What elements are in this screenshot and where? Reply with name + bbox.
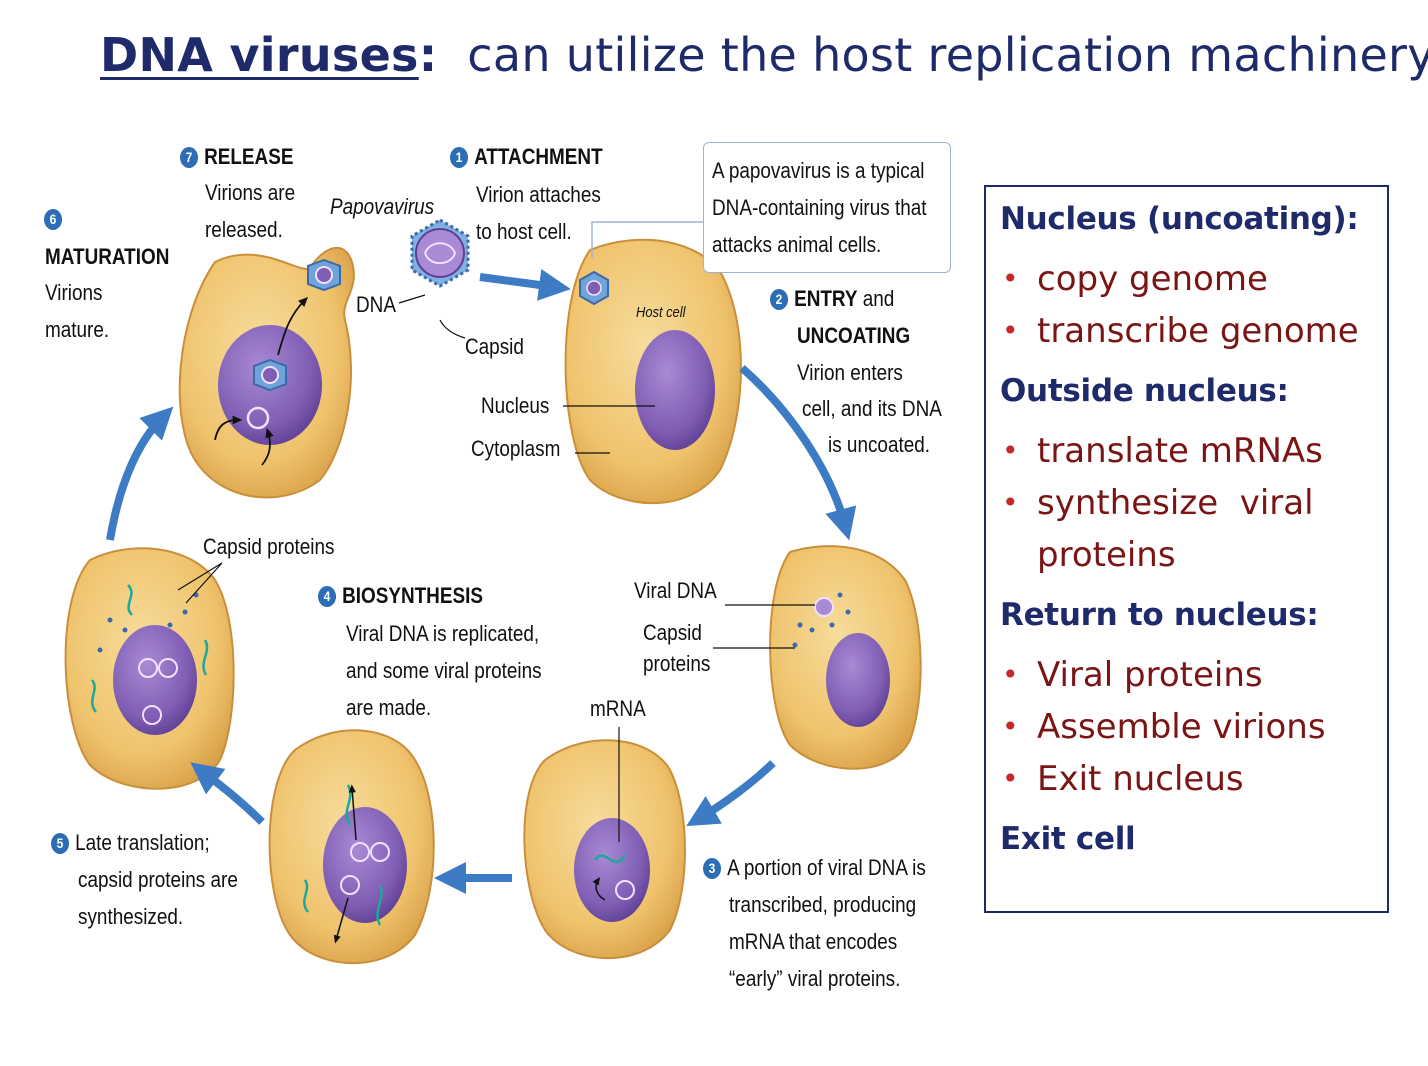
- outside-heading: Outside nucleus:: [1000, 373, 1289, 409]
- maturation-line-1: Virions: [45, 280, 103, 305]
- attachment-title: ATTACHMENT: [474, 144, 603, 169]
- biosynthesis-line-2: and some viral proteins: [346, 658, 542, 683]
- release-title: RELEASE: [204, 144, 294, 169]
- release-line-2: released.: [205, 217, 283, 242]
- viral-dna-label: Viral DNA: [634, 578, 717, 603]
- arrow-attach: [479, 269, 571, 301]
- capsid-proteins-left-label: Capsid proteins: [203, 534, 335, 559]
- biosynthesis-line-3: are made.: [346, 695, 432, 720]
- cell-entry: [769, 545, 922, 770]
- list-item: Viral proteins: [1000, 649, 1387, 701]
- uncoating-title: UNCOATING: [797, 323, 911, 348]
- transcription-line-3: mRNA that encodes: [729, 929, 898, 954]
- list-item: synthesize viral proteins: [1000, 477, 1337, 581]
- attachment-line-2: to host cell.: [476, 219, 572, 244]
- list-item: translate mRNAs: [1000, 425, 1387, 477]
- list-item: Exit nucleus: [1000, 753, 1387, 805]
- release-line-1: Virions are: [205, 180, 296, 205]
- list-item: Assemble virions: [1000, 701, 1387, 753]
- cell-host: [564, 238, 742, 505]
- biosynthesis-title: BIOSYNTHESIS: [342, 583, 483, 608]
- maturation-line-2: mature.: [45, 317, 110, 342]
- entry-title: ENTRY: [794, 286, 858, 311]
- return-list: Viral proteins Assemble virions Exit nuc…: [1000, 649, 1387, 805]
- title-rest: can utilize the host replication machine…: [437, 28, 1428, 82]
- late-translation-line-3: synthesized.: [78, 904, 184, 929]
- list-item: copy genome: [1000, 253, 1387, 305]
- entry-line-1: Virion enters: [797, 360, 903, 385]
- papovavirus-callout: [703, 142, 951, 273]
- cell-release: [178, 246, 355, 499]
- entry-line-3: is uncoated.: [828, 432, 931, 457]
- attachment-line-1: Virion attaches: [476, 182, 601, 207]
- callout-line-3: attacks animal cells.: [712, 232, 882, 257]
- cell-transcription: [523, 739, 686, 960]
- cell-late-translation: [64, 547, 235, 790]
- callout-line-1: A papovavirus is a typical: [712, 158, 925, 183]
- maturation-title: MATURATION: [45, 244, 170, 269]
- mrna-label: mRNA: [590, 696, 646, 721]
- transcription-line-2: transcribed, producing: [729, 892, 917, 917]
- virus-replication-diagram: [64, 218, 922, 965]
- exit-heading: Exit cell: [1000, 821, 1136, 857]
- dna-label: DNA: [356, 292, 396, 317]
- title-colon: :: [418, 28, 438, 82]
- capsid-proteins-right-line-1: Capsid: [643, 620, 702, 645]
- list-item: transcribe genome: [1000, 305, 1387, 357]
- page-title: DNA viruses: can utilize the host replic…: [100, 28, 1428, 82]
- step-maturation-num: 6: [44, 200, 68, 237]
- nucleus-heading: Nucleus (uncoating):: [1000, 201, 1359, 237]
- cell-biosynthesis: [268, 729, 435, 965]
- transcription-line-4: “early” viral proteins.: [729, 966, 901, 991]
- nucleus-list: copy genome transcribe genome: [1000, 253, 1387, 357]
- capsid-label: Capsid: [465, 334, 524, 359]
- late-translation-line-2: capsid proteins are: [78, 867, 238, 892]
- entry-line-2: cell, and its DNA: [802, 396, 942, 421]
- host-cell-label: Host cell: [636, 304, 686, 321]
- capsid-proteins-right-line-2: proteins: [643, 651, 711, 676]
- summary-panel: Nucleus (uncoating): copy genome transcr…: [984, 185, 1389, 913]
- title-bold: DNA viruses: [100, 28, 419, 82]
- cycle-arrows: [106, 364, 857, 894]
- papovavirus-label: Papovavirus: [330, 194, 435, 219]
- return-heading: Return to nucleus:: [1000, 597, 1319, 633]
- cytoplasm-label: Cytoplasm: [471, 436, 561, 461]
- nucleus-label: Nucleus: [481, 393, 550, 418]
- papovavirus-particle: [410, 218, 470, 288]
- callout-line-2: DNA-containing virus that: [712, 195, 927, 220]
- outside-list: translate mRNAs synthesize viral protein…: [1000, 425, 1387, 581]
- biosynthesis-line-1: Viral DNA is replicated,: [346, 621, 540, 646]
